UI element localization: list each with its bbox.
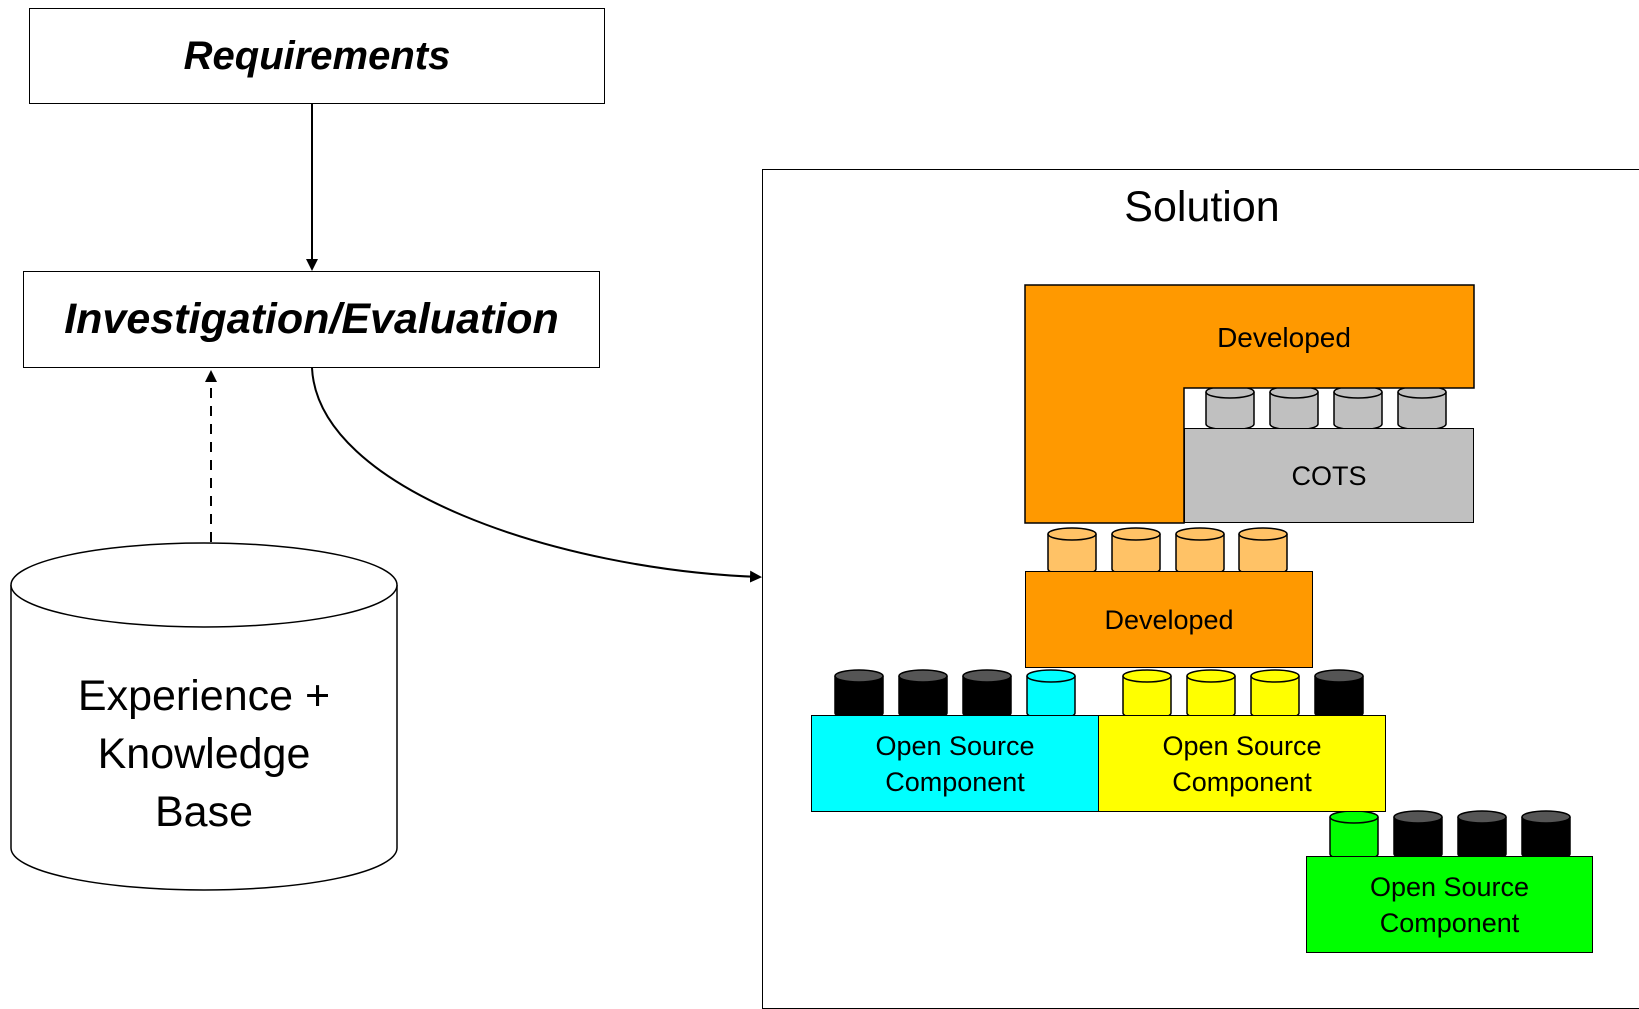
investigation-box: Investigation/Evaluation — [23, 271, 600, 368]
requirements-label: Requirements — [183, 33, 451, 78]
open-source-studs — [834, 669, 1364, 720]
cots-stud — [1333, 385, 1383, 431]
developed-stud — [1047, 527, 1097, 576]
developed-top-shape — [1024, 284, 1475, 524]
green-row-stud — [1393, 810, 1443, 861]
developed-middle-block: Developed — [1025, 571, 1313, 668]
investigation-to-solution-arrow — [311, 367, 762, 583]
knowledge-base-line3: Base — [154, 788, 253, 836]
open-source-green-block: Open Source Component — [1306, 856, 1593, 953]
developed-middle-label: Developed — [1104, 604, 1234, 635]
open-source-yellow-block: Open Source Component — [1098, 715, 1386, 812]
open-source-stud — [898, 669, 948, 720]
cots-stud — [1205, 385, 1255, 431]
developed-stud — [1175, 527, 1225, 576]
open-source-cyan-line1: Open Source — [875, 730, 1035, 761]
developed-top-label: Developed — [1217, 322, 1351, 353]
open-source-stud — [834, 669, 884, 720]
knowledge-base-line1: Experience + — [77, 672, 331, 720]
open-source-stud — [1250, 669, 1300, 720]
open-source-stud — [1314, 669, 1364, 720]
open-source-yellow-line2: Component — [1172, 766, 1312, 797]
open-source-stud — [1122, 669, 1172, 720]
open-source-stud — [1186, 669, 1236, 720]
requirements-box: Requirements — [29, 8, 605, 104]
knowledge-base-label: Experience + Knowledge Base — [11, 667, 397, 841]
open-source-yellow-line1: Open Source — [1162, 730, 1322, 761]
open-source-stud — [962, 669, 1012, 720]
cots-studs — [1205, 385, 1447, 431]
database-cylinder-icon — [10, 542, 398, 891]
open-source-green-line2: Component — [1379, 907, 1520, 938]
cots-stud — [1269, 385, 1319, 431]
open-source-stud — [1026, 669, 1076, 720]
cots-label: COTS — [1291, 460, 1367, 491]
cots-block: COTS — [1184, 428, 1474, 523]
green-row-stud — [1521, 810, 1571, 861]
diagram-graphics — [10, 104, 1571, 891]
green-component-studs — [1329, 810, 1571, 861]
open-source-cyan-line2: Component — [885, 766, 1025, 797]
solution-title: Solution — [1124, 183, 1280, 231]
developed-stud — [1238, 527, 1288, 576]
open-source-cyan-block: Open Source Component — [811, 715, 1099, 812]
knowledge-base-line2: Knowledge — [97, 730, 311, 778]
cots-stud — [1397, 385, 1447, 431]
open-source-green-line1: Open Source — [1369, 871, 1530, 902]
investigation-label: Investigation/Evaluation — [64, 295, 559, 343]
